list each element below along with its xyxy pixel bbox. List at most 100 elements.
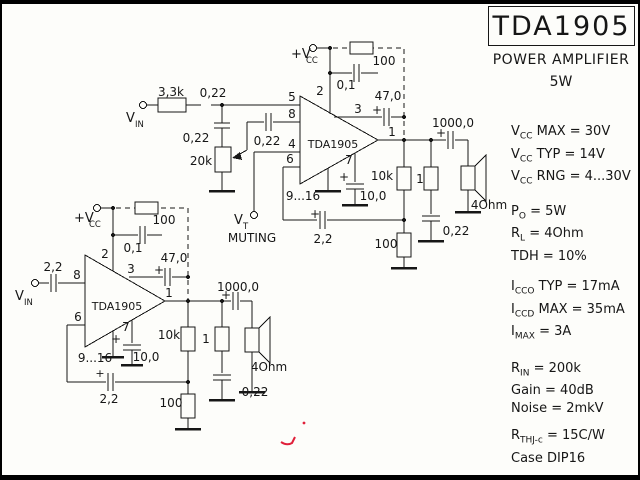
label-bot-r-gnd: 100 [160, 396, 183, 410]
vt-sub: T [242, 222, 249, 232]
label-bot-r-zobel: 1 [202, 332, 210, 346]
opamp-triangle [84, 254, 167, 348]
vin-terminal [139, 101, 147, 109]
svg-text:+: + [310, 207, 320, 221]
polarity-plus-marks: + + + + [310, 103, 446, 221]
polarity-plus-marks: + + + + [95, 263, 231, 380]
resistor-bootstrap-100 [134, 201, 159, 215]
vcc-terminal [309, 44, 317, 52]
wires [38, 207, 253, 428]
pin8: 8 [73, 268, 81, 282]
svg-text:+: + [95, 367, 104, 380]
label-top-c-supply: 0,1 [336, 78, 355, 92]
ground-bars [209, 189, 481, 270]
junction-dots [111, 206, 224, 384]
label-top-r-zobel: 1 [416, 172, 424, 186]
resistor-gnd-100 [396, 232, 412, 258]
vin-terminal [31, 279, 39, 287]
label-bot-c-supply: 0,1 [123, 241, 142, 255]
vin-sub: IN [135, 120, 144, 130]
label-top-r-in: 3,3k [158, 85, 184, 99]
speaker-horn [258, 315, 271, 365]
label-top-chip: TDA1905 [307, 138, 359, 151]
label-top-c-in: 0,22 [200, 86, 227, 100]
label-top-muting: MUTING [228, 231, 276, 245]
pin8: 8 [288, 107, 296, 121]
spec-line: VCC RNG = 4...30V [511, 169, 631, 187]
svg-text:+: + [154, 263, 164, 277]
bootstrap-dashed-wire [116, 207, 189, 301]
title-box: TDA1905 [488, 6, 635, 46]
label-bot-speaker: 4Ohm [251, 360, 287, 374]
label-top-c-tone: 0,22 [183, 131, 210, 145]
label-bot-c-zobel: 0,22 [242, 385, 269, 399]
vt-label: V [234, 213, 243, 228]
vcc-terminal [93, 204, 101, 212]
pin2: 2 [101, 247, 109, 261]
label-top-r-fb: 10k [371, 169, 393, 183]
potentiometer-20k [214, 146, 232, 173]
vin-sub: IN [24, 298, 33, 308]
spec-line: Noise = 2mkV [511, 401, 604, 417]
label-top-speaker: 4Ohm [471, 198, 507, 212]
spec-line: ICCO TYP = 17mA [511, 278, 620, 297]
label-bot-r-boot: 100 [153, 213, 176, 227]
label-bot-c-ripple: 10,0 [133, 350, 160, 364]
resistor-feedback-10k [180, 326, 196, 352]
resistor-bootstrap-100 [349, 41, 374, 55]
label-top-c-boot: 47,0 [375, 89, 402, 103]
muting-terminal [250, 211, 258, 219]
bootstrap-dashed-wire [333, 47, 405, 138]
label-top-c-fb: 2,2 [313, 232, 332, 246]
spec-line: RL = 4Ohm [511, 226, 584, 244]
pin6: 6 [286, 152, 294, 166]
label-top-r-gnd: 100 [375, 237, 398, 251]
resistor-zobel-1 [423, 166, 439, 191]
spec-line: VCC MAX = 30V [511, 124, 611, 142]
speaker-body [244, 327, 260, 353]
page-subtitle: POWER AMPLIFIER [492, 52, 630, 68]
label-bot-r-fb: 10k [158, 328, 180, 342]
spec-line: Case DIP16 [511, 450, 586, 466]
vin-label: V [126, 111, 135, 126]
bottom-amplifier-circuit [31, 201, 271, 431]
spec-line: RTHJ-c = 15C/W [511, 428, 605, 446]
top-amplifier-circuit [139, 41, 487, 270]
label-bot-c-fb: 2,2 [99, 392, 118, 406]
label-top-ground-pins: 9...16 [286, 189, 320, 203]
pin4: 4 [288, 137, 296, 151]
label-top-c-wiper: 0,22 [254, 134, 281, 148]
resistor-input-3k3 [157, 97, 187, 113]
svg-text:+: + [436, 126, 446, 140]
spec-line: RIN = 200k [511, 360, 581, 379]
spec-line: ICCD MAX = 35mA [511, 301, 625, 320]
resistor-zobel-1 [214, 326, 230, 352]
spec-line: VCC TYP = 14V [511, 146, 605, 165]
pin3: 3 [127, 262, 135, 276]
svg-text:+: + [372, 103, 382, 117]
label-bot-c-in: 2,2 [43, 260, 62, 274]
spec-line: TDH = 10% [511, 248, 587, 264]
pin5: 5 [288, 90, 296, 104]
pin7: 7 [345, 153, 353, 167]
wires [146, 47, 469, 267]
specs-list: VCC MAX = 30V VCC TYP = 14V VCC RNG = 4...… [511, 123, 637, 480]
label-top-r-boot: 100 [373, 54, 396, 68]
vcc-label: +V [291, 47, 311, 62]
resistor-feedback-10k [396, 166, 412, 191]
ground-bars [102, 355, 265, 431]
opamp-triangle [299, 95, 380, 185]
label-bot-ground-pins: 9...16 [78, 351, 112, 365]
label-top-c-zobel: 0,22 [443, 224, 470, 238]
label-bot-c-boot: 47,0 [161, 251, 188, 265]
label-bot-c-out: 1000,0 [217, 280, 259, 294]
pin7: 7 [122, 320, 130, 334]
pin3: 3 [354, 102, 362, 116]
spec-line: PO = 5W [511, 203, 567, 222]
red-watermark-mark [280, 421, 306, 446]
resistor-gnd-100 [180, 393, 196, 419]
pin1: 1 [388, 125, 396, 139]
chip-title: TDA1905 [492, 10, 631, 42]
junction-dots [220, 46, 433, 222]
